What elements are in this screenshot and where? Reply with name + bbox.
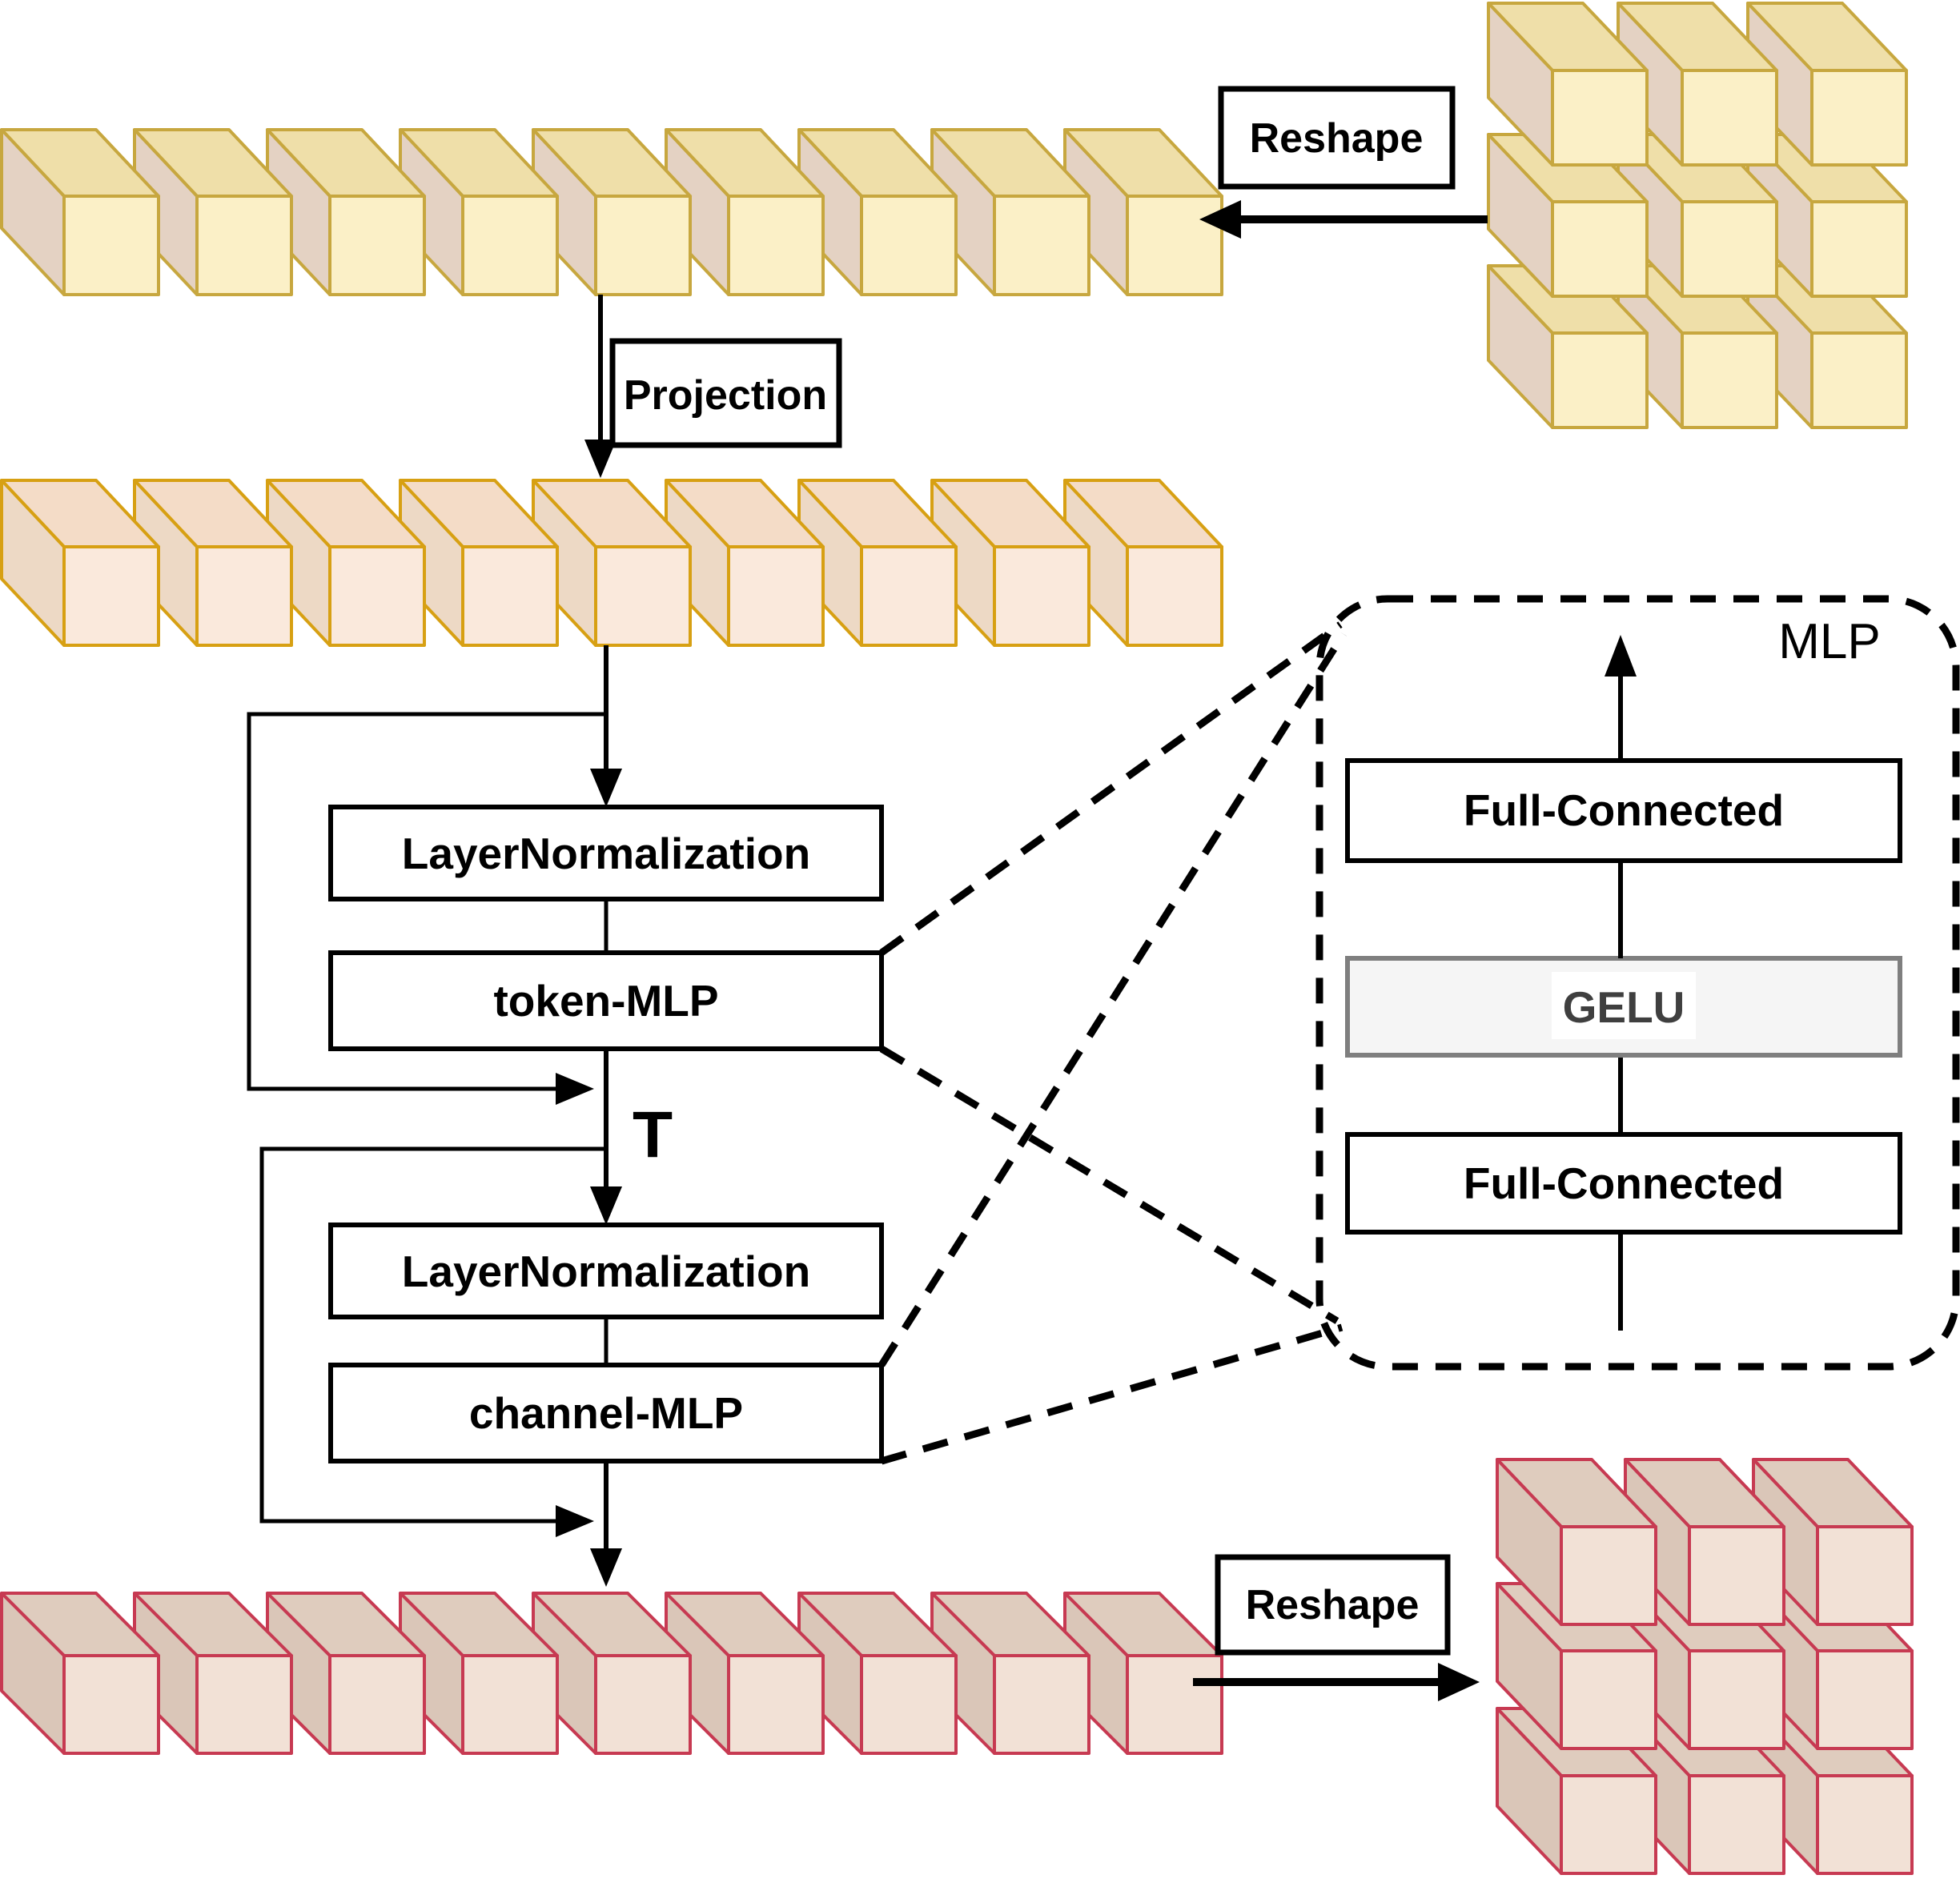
projection-box: [609, 338, 842, 448]
cuboid: [665, 1592, 825, 1755]
cuboid: [1063, 479, 1223, 647]
cuboid: [399, 128, 559, 296]
output-image-grid-pink: [1496, 1458, 1914, 1875]
cuboid: [1617, 2, 1778, 167]
dashed-connector-channel-top: [878, 632, 1347, 1367]
token-mlp-box: [328, 950, 884, 1051]
cuboid: [797, 128, 958, 296]
transpose-label: T: [633, 1098, 673, 1171]
cuboid-shapes-layer: [0, 2, 1914, 1875]
output-sequence-pink: [0, 1592, 1223, 1755]
cuboid: [930, 128, 1090, 296]
projection-label: Projection: [624, 372, 827, 419]
cuboid: [797, 1592, 958, 1755]
full-connected-top-label: Full-Connected: [1464, 785, 1784, 835]
mlp-output-arrowhead: [1605, 635, 1637, 677]
cuboid: [1746, 133, 1908, 298]
skip2-arrowhead: [556, 1505, 594, 1537]
full-connected-bottom-label: Full-Connected: [1464, 1158, 1784, 1208]
channel-mlp-box: [328, 1363, 884, 1463]
cuboid: [1746, 264, 1908, 429]
cuboid: [1746, 2, 1908, 167]
reshape-top-label: Reshape: [1250, 115, 1424, 162]
cuboid: [1496, 1458, 1657, 1626]
cuboid: [133, 1592, 293, 1755]
full-connected-top-box: [1345, 758, 1902, 863]
skip1-arrowhead: [556, 1073, 594, 1105]
cuboid: [0, 479, 160, 647]
cuboid: [266, 479, 426, 647]
arrowhead-layernorm1: [590, 769, 622, 807]
cuboid: [0, 1592, 160, 1755]
gelu-label-chip: [1552, 972, 1696, 1039]
token-sequence-orange: [0, 479, 1223, 647]
cuboid: [532, 1592, 692, 1755]
reshape-top-box: [1218, 86, 1456, 190]
cuboid: [266, 1592, 426, 1755]
projection-arrowhead: [584, 440, 617, 478]
input-image-grid-yellow: [1487, 2, 1908, 429]
mlp-detail-group: MLP Full-Connected GELU Full-Connected: [878, 595, 1960, 1465]
skip-connection-2: [259, 1146, 606, 1524]
cuboid: [665, 128, 825, 296]
reshape-top-arrowhead: [1199, 200, 1241, 239]
layernorm2-label: LayerNormalization: [402, 1247, 810, 1296]
cuboid: [266, 128, 426, 296]
dashed-connector-token-bottom: [879, 1046, 1339, 1324]
cuboid: [133, 479, 293, 647]
token-mlp-label: token-MLP: [493, 976, 718, 1026]
arrowhead-output-row: [590, 1548, 622, 1587]
gelu-label: GELU: [1563, 982, 1685, 1032]
layernorm2-box: [328, 1223, 884, 1319]
mlp-dashed-box: [1315, 595, 1960, 1371]
cuboid: [399, 479, 559, 647]
reshape-bottom-group: Reshape: [1193, 1554, 1480, 1701]
cuboid: [532, 479, 692, 647]
dashed-connector-token-top: [879, 621, 1343, 956]
reshape-bottom-arrowhead: [1438, 1663, 1480, 1701]
reshape-bottom-box: [1215, 1554, 1451, 1656]
cuboid: [1487, 133, 1649, 298]
dashed-connector-channel-bottom: [880, 1323, 1343, 1465]
reshape-bottom-label: Reshape: [1246, 1582, 1420, 1628]
full-connected-bottom-box: [1345, 1132, 1902, 1235]
arrowhead-layernorm2: [590, 1186, 622, 1225]
cuboid: [665, 479, 825, 647]
cuboid: [0, 128, 160, 296]
skip-connection-1: [247, 712, 606, 1091]
cuboid: [1617, 264, 1778, 429]
main-flow-group: Projection LayerNormalization token-MLP …: [247, 295, 884, 1587]
cuboid: [1063, 128, 1223, 296]
cuboid: [1487, 2, 1649, 167]
reshape-top-group: Reshape: [1199, 86, 1488, 239]
cuboid: [399, 1592, 559, 1755]
cuboid: [930, 479, 1090, 647]
layernorm1-label: LayerNormalization: [402, 829, 810, 878]
cuboid: [1487, 264, 1649, 429]
cuboid: [797, 479, 958, 647]
patch-sequence-yellow: [0, 128, 1223, 296]
channel-mlp-label: channel-MLP: [469, 1388, 743, 1438]
cuboid: [1617, 133, 1778, 298]
mlp-title: MLP: [1778, 614, 1880, 669]
layernorm1-box: [328, 805, 884, 901]
cuboid: [930, 1592, 1090, 1755]
